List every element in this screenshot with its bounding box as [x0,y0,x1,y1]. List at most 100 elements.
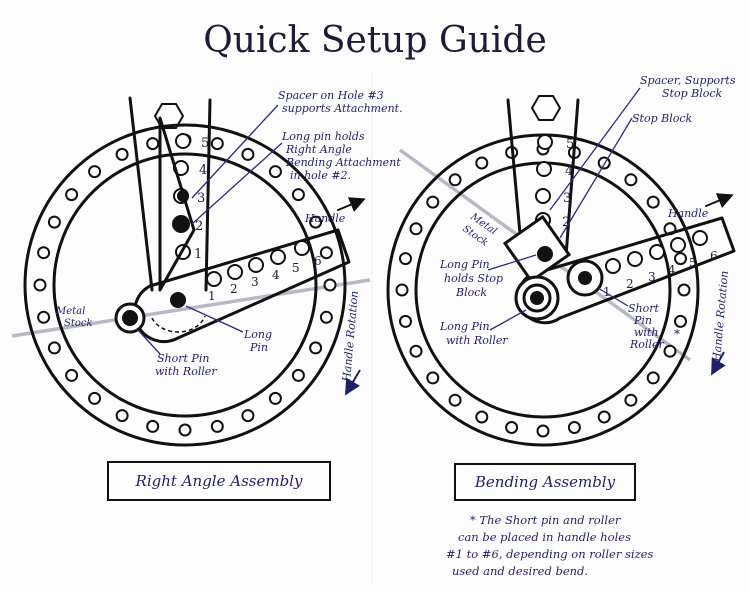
ring-hole [624,393,638,407]
right-hole-number: 2 [562,215,570,230]
ring-hole [210,137,224,151]
right-handle-arrow [705,193,734,208]
left-outer-disc [23,123,347,447]
left-hole-number: 5 [201,136,209,151]
left-long-pin-label: Bending Attachment [285,156,401,169]
right-long-pin-stop-label: holds Stop [444,272,503,285]
ring-hole [567,421,581,434]
ring-hole [146,137,160,151]
left-handle-number: 5 [292,261,300,275]
left-hole-number: 3 [197,191,205,206]
ring-hole [409,344,423,358]
right-spacer-leader [549,87,641,211]
right-spacer-label: Spacer, Supports [640,74,736,87]
left-long-pin [170,292,186,308]
ring-hole [505,421,519,434]
right-rotation-label: Handle Rotation [710,270,731,363]
left-handle-number: 2 [230,282,238,296]
ring-hole [674,314,687,328]
left-hole-number: 1 [194,247,202,262]
left-long-pin-b-leader [185,305,244,333]
footnote-line: #1 to #6, depending on roller sizes [446,547,653,561]
footnote-line: * The Short pin and roller [470,513,622,527]
right-stop-block-leader [559,117,633,239]
right-ring-holes [395,142,691,438]
left-handle-number: 4 [272,268,280,282]
right-caption-box [454,463,636,501]
left-inner-ring [52,152,318,418]
footnote-line: can be placed in handle holes [458,530,631,544]
ring-hole [399,314,412,328]
ring-hole [268,391,282,405]
left-handle-label: Handle [304,212,346,225]
right-caption: Bending Assembly [474,473,616,491]
ring-hole [677,283,691,297]
stop-block [502,214,572,284]
ring-hole [37,310,51,324]
page-title: Quick Setup Guide [203,20,547,61]
left-long-pin-leader [191,142,283,225]
left-long-pin-b-label: Pin [249,341,268,354]
ring-hole [268,165,282,179]
left-long-pin-label: Right Angle [285,143,352,156]
left-handle-number: 3 [251,275,259,289]
right-handle-number: 6 [710,249,718,263]
ring-hole [597,410,611,424]
right-stop-long-pin [537,246,553,262]
ring-hole [475,410,489,424]
right-short-pin-label: Short [628,302,660,315]
ring-hole [409,222,423,236]
ring-hole [646,371,660,385]
right-long-pin-stop-label: Block [455,286,487,299]
right-long-pin-roller-label: Long Pin [439,320,490,333]
right-short-pin-label: with [634,326,658,339]
left-long-pin-b-label: Long [243,328,272,341]
ring-hole [88,391,102,405]
ring-hole [33,278,47,292]
right-long-pin-stop-leader [487,254,537,271]
right-hole-number: 5 [566,137,574,152]
right-angle-assembly: 5 4 3 2 1 1 2 3 4 5 6 Spacer on Hole #3 … [11,89,403,501]
right-handle-number: 1 [603,285,611,299]
right-long-pin-stop-label: Long Pin [439,258,490,271]
ring-hole [309,215,323,229]
ring-hole [291,368,305,382]
ring-hole [309,341,323,355]
ring-hole [448,173,462,187]
left-short-pin-label: Short Pin [157,352,209,365]
left-spacer-leader [191,104,279,199]
left-spacer-label: Spacer on Hole #3 [278,89,384,102]
ring-hole [395,283,409,297]
right-handle-number: 2 [626,277,634,291]
right-handle-number: 3 [648,270,656,284]
right-handle-number: 5 [689,256,697,270]
right-short-pin-label: Roller [629,338,664,351]
ring-hole [475,156,489,170]
ring-hole [178,423,192,437]
left-long-pin-label: Long pin holds [281,130,365,143]
left-short-pin-leader [137,329,161,355]
right-long-pin-roller-leader [489,309,527,331]
ring-hole [115,409,129,423]
left-short-pin-label: with Roller [155,365,217,378]
ring-hole [624,173,638,187]
ring-hole [674,252,687,266]
left-metal-stock-label: Stock [64,318,93,329]
left-hole-number: 2 [195,219,203,234]
ring-hole [536,424,550,438]
left-metal-stock-label: Metal [55,306,85,317]
right-long-pin-roller-label: with Roller [446,334,508,347]
ring-hole [146,419,160,433]
right-rotation-arrow [711,351,726,376]
ring-hole [426,371,440,385]
footnote-line: used and desired bend. [452,564,588,578]
left-vertical-bar [128,96,212,292]
ring-hole [65,368,79,382]
ring-hole [241,147,255,161]
ring-hole [319,246,333,260]
ring-hole [115,147,129,161]
ring-hole [37,246,51,260]
right-short-pin-leader [597,287,629,307]
